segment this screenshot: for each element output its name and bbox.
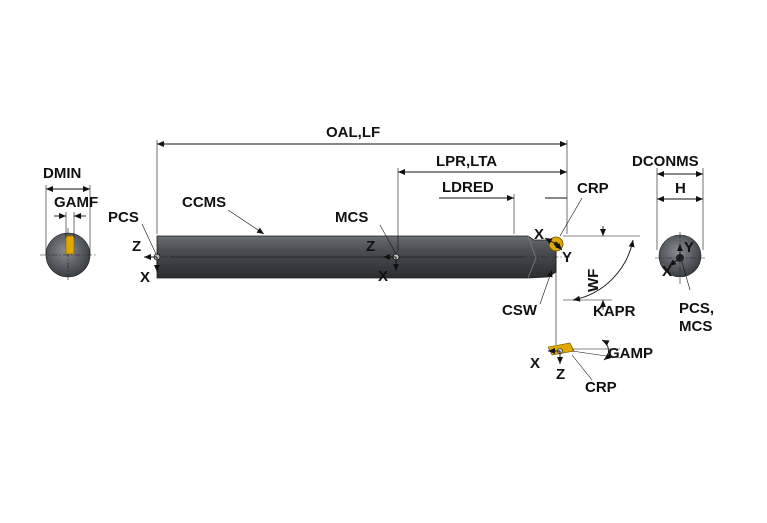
crp-top-label: CRP (577, 180, 609, 197)
ldred-label: LDRED (442, 179, 494, 196)
x-mid-label: X (378, 268, 388, 285)
left-end-view: DMIN GAMF (40, 165, 98, 282)
kapr-label: KAPR (593, 303, 636, 320)
oal-lf-label: OAL,LF (326, 124, 380, 141)
tip-dimensions: CRP X Y WF CSW KAPR (502, 180, 640, 345)
gamp-label: GAMP (608, 345, 653, 362)
wf-label: WF (585, 269, 602, 292)
y-tip-label: Y (562, 249, 572, 266)
coordinate-labels: PCS CCMS MCS Z X Z X (108, 194, 399, 286)
pcs-mcs-label-line1: PCS, (679, 300, 714, 317)
x-end-label: X (662, 263, 672, 280)
dconms-label: DCONMS (632, 153, 699, 170)
x-bottom-label: X (530, 355, 540, 372)
z-left-label: Z (132, 238, 141, 255)
h-label: H (675, 180, 686, 197)
mcs-label: MCS (335, 209, 368, 226)
right-end-view: DCONMS H Y X PCS, MCS (632, 153, 714, 335)
pcs-mcs-label-line2: MCS (679, 318, 712, 335)
x-left-label: X (140, 269, 150, 286)
crp-bottom-label: CRP (585, 379, 617, 396)
length-dimensions: OAL,LF LPR,LTA LDRED (156, 124, 568, 252)
z-bottom-label: Z (556, 366, 565, 383)
gamf-label: GAMF (54, 194, 98, 211)
ccms-label: CCMS (182, 194, 226, 211)
dmin-label: DMIN (43, 165, 81, 182)
csw-label: CSW (502, 302, 538, 319)
boring-bar-body (150, 235, 570, 279)
insert-detail-view: X Z GAMP CRP (530, 339, 653, 396)
left-end-insert (65, 235, 75, 255)
x-tip-label: X (534, 226, 544, 243)
pcs-label: PCS (108, 209, 139, 226)
lpr-lta-label: LPR,LTA (436, 153, 497, 170)
z-mid-label: Z (366, 238, 375, 255)
y-end-label: Y (684, 239, 694, 256)
